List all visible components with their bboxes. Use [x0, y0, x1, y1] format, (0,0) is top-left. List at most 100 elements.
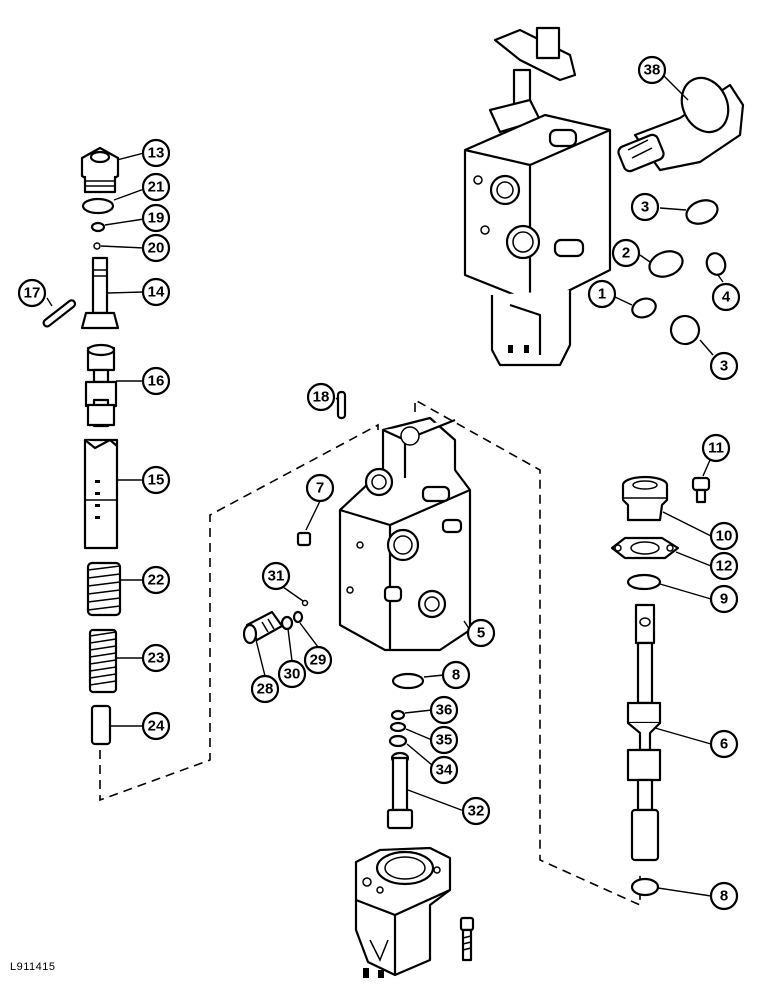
plunger-24 [90, 704, 112, 746]
callout-24: 24 [141, 711, 171, 741]
callout-9: 9 [709, 584, 739, 614]
svg-text:6: 6 [720, 736, 728, 753]
washer-30 [280, 615, 294, 631]
svg-text:5: 5 [477, 625, 485, 642]
plug-7 [296, 531, 312, 547]
callout-5: 5 [466, 618, 496, 648]
callout-15: 15 [141, 465, 171, 495]
callout-23: 23 [141, 643, 171, 673]
svg-text:36: 36 [436, 702, 453, 719]
callout-13: 13 [141, 138, 171, 168]
svg-text:10: 10 [716, 528, 733, 545]
callout-21: 21 [141, 172, 171, 202]
callout-11: 11 [701, 433, 731, 463]
callout-8-upper: 8 [441, 660, 471, 690]
callout-16: 16 [141, 366, 171, 396]
o-ring-1 [631, 297, 657, 319]
spool-16 [84, 343, 118, 428]
callout-30: 30 [277, 659, 307, 689]
assembly-dashed-lines [99, 398, 641, 907]
callout-32: 32 [461, 796, 491, 826]
ball-20 [93, 242, 101, 250]
washer-4 [705, 252, 727, 276]
pin-18 [336, 390, 347, 420]
callout-17: 17 [17, 278, 47, 308]
callout-3-lower: 3 [709, 351, 739, 381]
svg-text:4: 4 [722, 289, 731, 306]
check-valve-32 [386, 751, 414, 830]
callout-7: 7 [305, 473, 335, 503]
screw-11 [691, 476, 711, 504]
svg-text:3: 3 [720, 358, 728, 375]
svg-text:8: 8 [452, 667, 460, 684]
svg-text:3: 3 [641, 199, 649, 216]
svg-text:17: 17 [24, 285, 41, 302]
poppet-stem-14 [80, 256, 120, 330]
figure-reference-code: L911415 [10, 961, 56, 973]
pin-17 [42, 299, 77, 328]
callout-14: 14 [141, 277, 171, 307]
callout-3-upper: 3 [630, 192, 660, 222]
svg-text:18: 18 [313, 389, 330, 406]
leader-lines [46, 75, 724, 897]
svg-text:11: 11 [708, 440, 724, 457]
o-ring-35 [389, 721, 407, 733]
svg-text:2: 2 [622, 245, 630, 262]
plate-12 [610, 536, 680, 560]
callout-4: 4 [711, 282, 741, 312]
callout-20: 20 [141, 233, 171, 263]
svg-text:31: 31 [268, 568, 285, 585]
relief-cartridge-38 [617, 76, 745, 173]
callout-29: 29 [303, 645, 333, 675]
callout-8-lower: 8 [709, 881, 739, 911]
sleeve-15 [83, 438, 119, 550]
spring-23 [88, 628, 118, 694]
svg-text:9: 9 [720, 591, 728, 608]
plug-13 [80, 146, 120, 194]
svg-text:28: 28 [257, 681, 274, 698]
svg-text:32: 32 [468, 803, 485, 820]
svg-text:24: 24 [148, 718, 165, 735]
svg-text:12: 12 [716, 558, 733, 575]
end-cap [354, 846, 452, 978]
callout-1: 1 [587, 279, 617, 309]
spool-6 [626, 603, 662, 862]
spring-22 [86, 561, 122, 617]
o-ring-21 [81, 197, 115, 215]
callout-28: 28 [250, 674, 280, 704]
callout-19: 19 [141, 203, 171, 233]
svg-text:15: 15 [148, 472, 165, 489]
svg-text:29: 29 [310, 652, 327, 669]
svg-text:8: 8 [720, 888, 728, 905]
callout-10: 10 [709, 521, 739, 551]
callout-18: 18 [306, 382, 336, 412]
o-ring-3-lower [669, 314, 701, 346]
adjusting-screw-28 [242, 610, 284, 645]
callout-34: 34 [429, 755, 459, 785]
callout-2: 2 [611, 238, 641, 268]
cap-screw [459, 916, 475, 962]
o-ring-34 [388, 734, 408, 748]
svg-text:35: 35 [436, 732, 453, 749]
svg-text:23: 23 [148, 650, 165, 667]
callout-31: 31 [261, 561, 291, 591]
svg-text:30: 30 [284, 666, 301, 683]
callout-35: 35 [429, 725, 459, 755]
seal-9 [626, 573, 662, 591]
svg-text:13: 13 [148, 145, 165, 162]
svg-text:34: 34 [436, 762, 453, 779]
o-ring-3-upper [685, 199, 719, 225]
cap-10 [621, 475, 669, 522]
o-ring-8-upper [391, 672, 425, 690]
o-ring-2 [648, 250, 684, 278]
svg-text:1: 1 [598, 286, 606, 303]
callout-38: 38 [637, 55, 667, 85]
callout-22: 22 [141, 565, 171, 595]
valve-section-5 [338, 416, 472, 652]
svg-text:14: 14 [148, 284, 165, 301]
svg-text:7: 7 [316, 480, 324, 497]
o-ring-8-lower [630, 877, 660, 897]
callout-36: 36 [429, 695, 459, 725]
ring-29 [292, 610, 304, 624]
